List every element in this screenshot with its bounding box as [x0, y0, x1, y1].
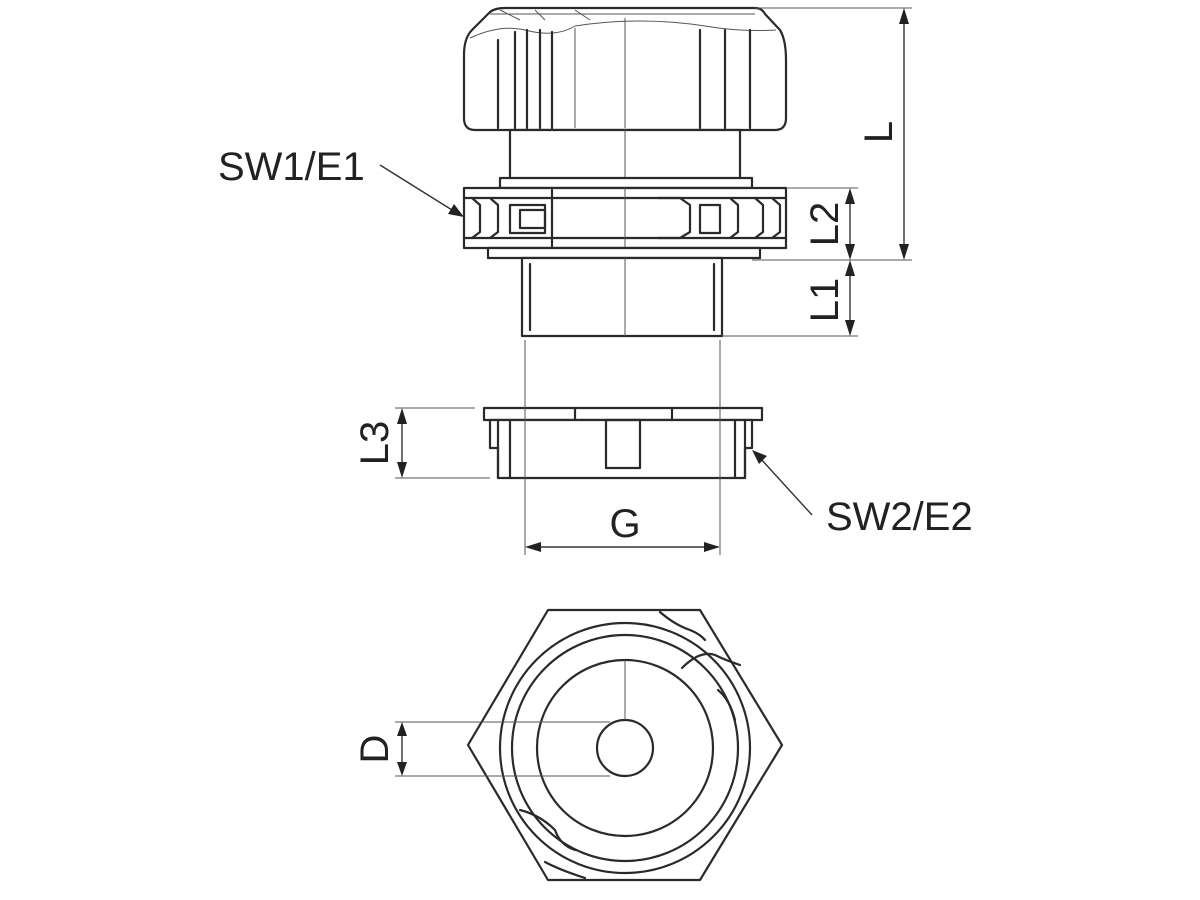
hex-flange — [462, 186, 788, 260]
dimension-label-L3: L3 — [353, 421, 397, 466]
dimension-label-D: D — [353, 735, 397, 764]
callout-label-SW1-E1: SW1/E1 — [218, 145, 365, 189]
callout-SW1-E1 — [379, 164, 464, 217]
sealing-cap — [462, 6, 788, 132]
threaded-stem — [520, 256, 724, 338]
dimension-G — [524, 340, 721, 555]
dimension-L2 — [786, 187, 858, 260]
gland-top-view — [466, 608, 784, 882]
dimension-L — [752, 7, 912, 261]
callout-SW2-E2 — [752, 450, 813, 516]
dimension-label-L1: L1 — [803, 278, 847, 323]
dimension-L3 — [395, 407, 490, 479]
callout-label-SW2-E2: SW2/E2 — [826, 495, 973, 539]
dimension-label-G: G — [609, 502, 640, 546]
dimension-label-L2: L2 — [803, 202, 847, 247]
gland-side-view — [462, 6, 788, 338]
dimension-L1 — [722, 260, 858, 337]
gland-body-neck — [498, 128, 754, 190]
dimension-label-L: L — [857, 121, 901, 143]
locknut-side-view — [482, 406, 764, 480]
dimension-D — [395, 721, 610, 777]
